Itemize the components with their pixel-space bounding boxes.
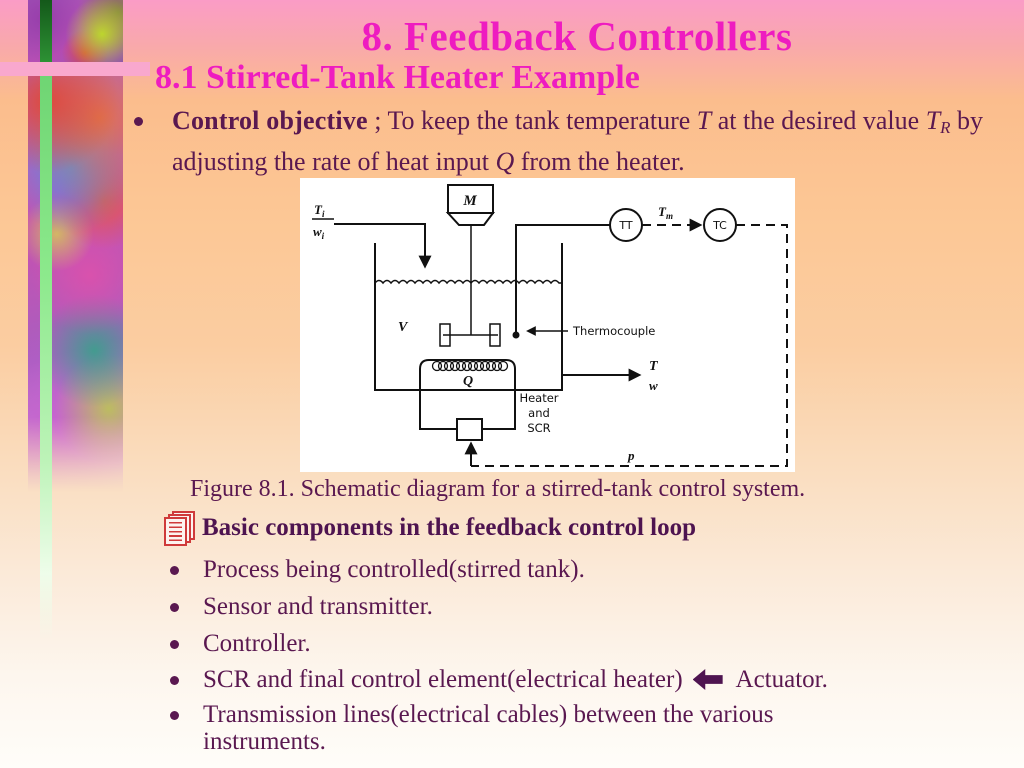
heater-scr-caption: Heater xyxy=(519,391,558,405)
list-item-sensor: Sensor and transmitter. xyxy=(170,593,1024,620)
symbol-TR-sub: R xyxy=(940,118,951,137)
symbol-Q: Q xyxy=(495,147,515,176)
objective-text-3: by adjusting the rate of heat input xyxy=(172,106,983,176)
components-heading: Basic components in the feedback control… xyxy=(202,514,696,541)
sidebar-green-stripe xyxy=(40,76,52,642)
objective-text-1: ; To keep the tank temperature xyxy=(367,106,697,135)
bullet-icon xyxy=(170,711,179,720)
heater-coil xyxy=(431,360,509,372)
bullet-icon xyxy=(134,117,143,126)
scr-box xyxy=(456,418,483,441)
motor-coupling xyxy=(445,212,495,226)
symbol-TR: T xyxy=(925,106,941,135)
tank xyxy=(374,243,563,391)
heater-circuit xyxy=(419,359,516,430)
volume-label: V xyxy=(398,320,409,335)
transmitter-label: TT xyxy=(618,219,633,232)
svg-text:and: and xyxy=(528,406,550,420)
tm-label: Tm xyxy=(658,204,673,221)
list-item-controller: Controller. xyxy=(170,630,1024,657)
sidebar-green-stripe-top xyxy=(40,0,52,62)
inlet-pipe xyxy=(334,223,432,269)
bullet-icon xyxy=(170,566,179,575)
symbol-T: T xyxy=(696,106,712,135)
objective-text-4: from the heater. xyxy=(514,147,685,176)
objective-paragraph: Control objective ; To keep the tank tem… xyxy=(172,104,1007,179)
left-arrow-icon xyxy=(692,669,723,690)
slide-title: 8. Feedback Controllers xyxy=(361,13,793,59)
svg-text:SCR: SCR xyxy=(527,421,550,435)
controller-label: TC xyxy=(712,219,727,232)
sensor-line xyxy=(515,224,610,335)
bullet-icon xyxy=(170,603,179,612)
inlet-flow-label: wi xyxy=(313,224,325,241)
pages-icon xyxy=(163,511,195,547)
p-label: p xyxy=(627,448,635,463)
controller-output-signal xyxy=(471,224,788,467)
pink-accent-bar xyxy=(0,62,150,76)
list-item-transmission: Transmission lines(electrical cables) be… xyxy=(170,701,1024,755)
objective-text-2: at the desired value xyxy=(711,106,926,135)
sensor-tip xyxy=(512,331,520,339)
figure-caption: Figure 8.1. Schematic diagram for a stir… xyxy=(190,476,806,502)
heat-input-label: Q xyxy=(463,374,473,389)
stirred-tank-diagram: Ti wi M V Thermocouple xyxy=(312,184,788,467)
thermocouple-label: Thermocouple xyxy=(572,324,655,338)
bullet-icon xyxy=(170,676,179,685)
stirrer-paddle-right xyxy=(489,323,501,347)
inlet-temp-label: Ti xyxy=(314,202,325,219)
figure-8-1-schematic: Ti wi M V Thermocouple xyxy=(300,178,795,472)
outlet-flow-label: w xyxy=(649,378,658,393)
water-surface xyxy=(374,279,562,285)
slide-subtitle: 8.1 Stirred-Tank Heater Example xyxy=(155,59,640,96)
outlet-temp-label: T xyxy=(649,359,659,374)
stirrer-paddle-left xyxy=(439,323,451,347)
motor-label: M xyxy=(462,193,477,209)
objective-bold: Control objective xyxy=(172,106,368,135)
bullet-icon xyxy=(170,640,179,649)
list-item-process: Process being controlled(stirred tank). xyxy=(170,556,1024,583)
list-item-scr: SCR and final control element(electrical… xyxy=(170,666,1024,693)
